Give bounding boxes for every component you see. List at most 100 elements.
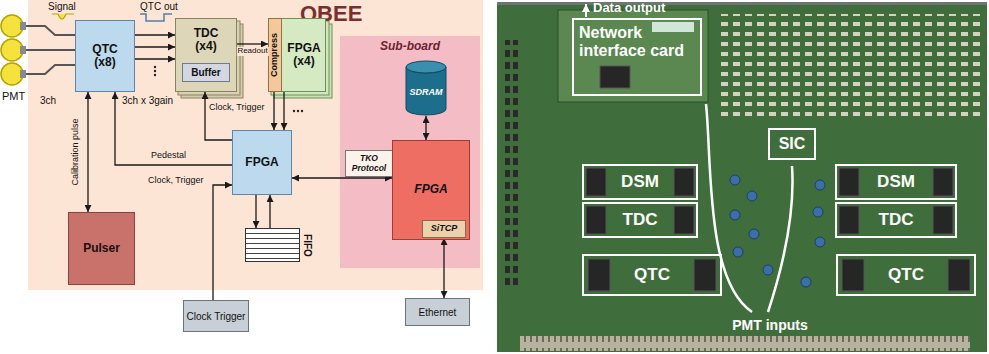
- chip: [933, 206, 953, 234]
- smd-components: [502, 40, 518, 290]
- front-bracket: [497, 2, 987, 5]
- capacitor: [730, 210, 740, 220]
- signal-connector: [269, 195, 270, 228]
- capacitor: [733, 247, 743, 257]
- capacitor: [749, 229, 759, 239]
- annotation-label: PMT inputs: [732, 318, 807, 333]
- node-label: Compress: [270, 33, 280, 77]
- signal-connector: [443, 238, 444, 298]
- connector-group: [88, 35, 444, 300]
- node-label: QTC (x8): [83, 43, 127, 69]
- signal-connector: [425, 116, 426, 140]
- chip: [839, 206, 859, 234]
- capacitor: [813, 207, 823, 217]
- sub-board-fpga: FPGA SiTCP: [392, 140, 470, 240]
- pmt-group: [1, 15, 75, 85]
- node-label: TKO Protocol: [349, 154, 389, 173]
- annotation-label: 3ch: [40, 95, 56, 106]
- node-label: Clock Trigger: [187, 311, 246, 322]
- ethernet-box: Ethernet: [405, 298, 470, 326]
- photo-callout-box: TDC: [582, 202, 698, 238]
- chip: [586, 168, 606, 196]
- pmt-tube: [1, 15, 23, 37]
- chip: [674, 206, 694, 234]
- node-label: TDC: [879, 211, 914, 230]
- chip: [588, 259, 610, 291]
- protocol-box: TKO Protocol: [345, 150, 393, 177]
- photo-callout-box: DSM: [582, 164, 698, 200]
- pmt-cable: [23, 49, 75, 51]
- capacitor: [730, 175, 740, 185]
- label-anchor: Clock, Trigger: [208, 103, 266, 113]
- annotation-label: Signal: [48, 1, 76, 12]
- label-anchor: 3ch x 3gain: [122, 95, 173, 106]
- label-anchor: Pedestal: [150, 151, 187, 161]
- sub-board-region: Sub-boardSDRAM TKO ProtocolFPGA SiTCP: [340, 36, 480, 268]
- chip: [948, 259, 970, 291]
- node-label: SiTCP: [431, 224, 458, 234]
- signal-flow-curve: [768, 166, 793, 312]
- edge-label: Clock, Trigger: [147, 176, 205, 186]
- sitcp-block: SiTCP: [422, 220, 466, 238]
- pmt-cable: [23, 65, 75, 74]
- qbee-board-panel: QBEEQTC (x8)TDC (x4)BufferFPGA (x4)Compr…: [28, 0, 483, 290]
- qtc-out-pulse-icon: [140, 14, 172, 21]
- photo-callout-box: Network interface card: [572, 18, 702, 96]
- signal-connector: [87, 92, 88, 212]
- input-connectors: [520, 336, 970, 351]
- pmt-cable: [23, 26, 75, 35]
- chip: [600, 66, 630, 88]
- edge-label: Pedestal: [150, 151, 187, 161]
- ellipsis-dot: [154, 66, 156, 68]
- chip: [694, 259, 716, 291]
- label-anchor: Data output: [593, 1, 665, 15]
- node-label: SIC: [779, 135, 806, 153]
- signal-connector: [205, 92, 232, 140]
- clock-trigger-box: Clock Trigger: [183, 300, 249, 332]
- photo-callout-box: QTC: [836, 254, 976, 296]
- label-anchor: Calibration pulse: [71, 117, 81, 186]
- node-label: Sub-board: [380, 40, 440, 53]
- label-anchor: 3ch: [40, 95, 56, 106]
- pulser-box: Pulser: [68, 212, 135, 285]
- label-anchor: Readout: [236, 47, 268, 56]
- pmt-socket: [20, 46, 26, 54]
- edge-label: Readout: [236, 47, 268, 56]
- qbee-panel-ground: [28, 0, 483, 290]
- node-label: FPGA: [245, 156, 278, 169]
- capacitor: [815, 180, 825, 190]
- fifo-buffer: FIFO: [245, 228, 300, 262]
- annotation-label: 3ch x 3gain: [122, 95, 173, 106]
- signal-pulse-icon: [52, 14, 74, 19]
- chip: [933, 168, 953, 196]
- chip: [586, 206, 606, 234]
- node-label: DSM: [877, 173, 915, 192]
- label-anchor: QTC out: [140, 1, 178, 12]
- node-label: FIFO: [303, 234, 314, 257]
- photo-callout-box: QTC: [582, 254, 722, 296]
- board-photo: [497, 2, 987, 352]
- node-label: FPGA: [414, 183, 447, 196]
- chip: [839, 168, 859, 196]
- pcb-board: [497, 2, 987, 352]
- network-card-pcb: [558, 10, 708, 102]
- ellipsis-dot: [293, 110, 295, 112]
- sdram-cylinder: SDRAM: [405, 60, 447, 116]
- signal-flow-curve: [706, 104, 752, 312]
- node-label: FPGA (x4): [283, 42, 325, 68]
- node-label: QTC: [634, 266, 670, 285]
- photo-callout-box: TDC: [835, 202, 957, 238]
- cylinder-body: [406, 67, 446, 115]
- pmt-socket: [20, 70, 26, 78]
- node-label: DSM: [621, 173, 659, 192]
- tdc-box: TDC (x4)Buffer: [175, 18, 237, 92]
- signal-connector: [255, 195, 256, 228]
- edge-label: Clock, Trigger: [208, 103, 266, 113]
- chip: [842, 259, 864, 291]
- card-sticker: [652, 22, 694, 32]
- signal-connector: [135, 46, 175, 47]
- smd-components: [720, 14, 982, 118]
- pmt-tube: [1, 39, 23, 61]
- cylinder-top: [406, 61, 446, 73]
